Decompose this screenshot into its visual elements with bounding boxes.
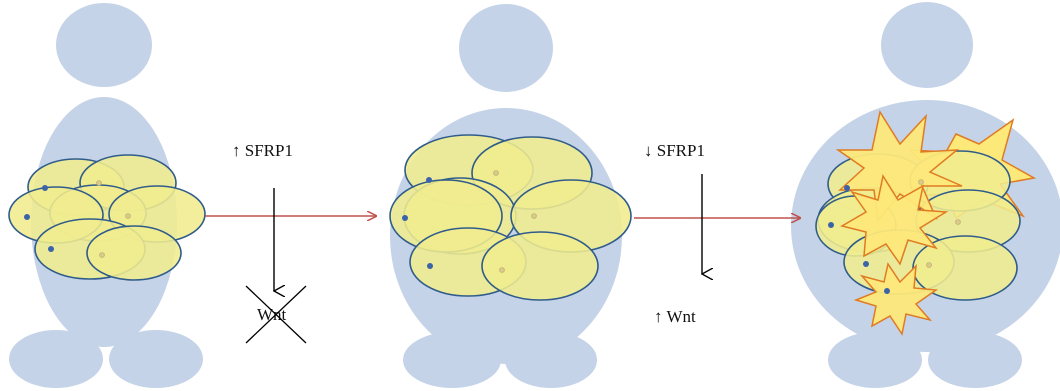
nucleus [426, 177, 432, 183]
transition-moderate-to-severe: ↓ SFRP1 ↑ Wnt [634, 141, 800, 326]
figure-severe-obesity [791, 2, 1060, 388]
nucleus [926, 262, 932, 268]
wnt-blocked-label: Wnt [257, 305, 287, 324]
adipocyte-cluster [389, 134, 632, 301]
sfrp1-increase-label: ↑ SFRP1 [232, 141, 293, 160]
figure-lean [8, 3, 206, 388]
inflammation-burst-icon [853, 262, 939, 336]
cross-out-icon [245, 285, 307, 344]
nucleus [42, 185, 48, 191]
head [56, 3, 152, 87]
nucleus [125, 213, 131, 219]
nucleus [99, 252, 105, 258]
nucleus [844, 185, 850, 191]
adipocyte [481, 231, 599, 301]
adipocyte-cluster [8, 154, 206, 281]
nucleus [427, 263, 433, 269]
nucleus [24, 214, 30, 220]
right-foot [109, 330, 203, 388]
nucleus [96, 180, 102, 186]
nucleus [828, 222, 834, 228]
nucleus [531, 213, 537, 219]
left-foot [403, 332, 501, 388]
nucleus [402, 215, 408, 221]
adipocyte [86, 225, 182, 281]
sfrp1-decrease-label: ↓ SFRP1 [644, 141, 705, 160]
nucleus [918, 179, 924, 185]
right-foot [505, 332, 597, 388]
head [459, 4, 553, 92]
nucleus [499, 267, 505, 273]
nucleus [884, 288, 890, 294]
right-foot [928, 332, 1022, 388]
transition-lean-to-moderate: ↑ SFRP1 Wnt [205, 141, 376, 344]
nucleus [863, 261, 869, 267]
left-foot [828, 332, 922, 388]
figure-moderate-obesity [389, 4, 632, 388]
nucleus [955, 219, 961, 225]
nucleus [493, 170, 499, 176]
head [881, 2, 973, 88]
adipocyte-cluster [815, 110, 1037, 336]
nucleus [48, 246, 54, 252]
wnt-increase-label: ↑ Wnt [654, 307, 696, 326]
left-foot [9, 330, 103, 388]
inflammation-burst-icon [840, 174, 949, 266]
